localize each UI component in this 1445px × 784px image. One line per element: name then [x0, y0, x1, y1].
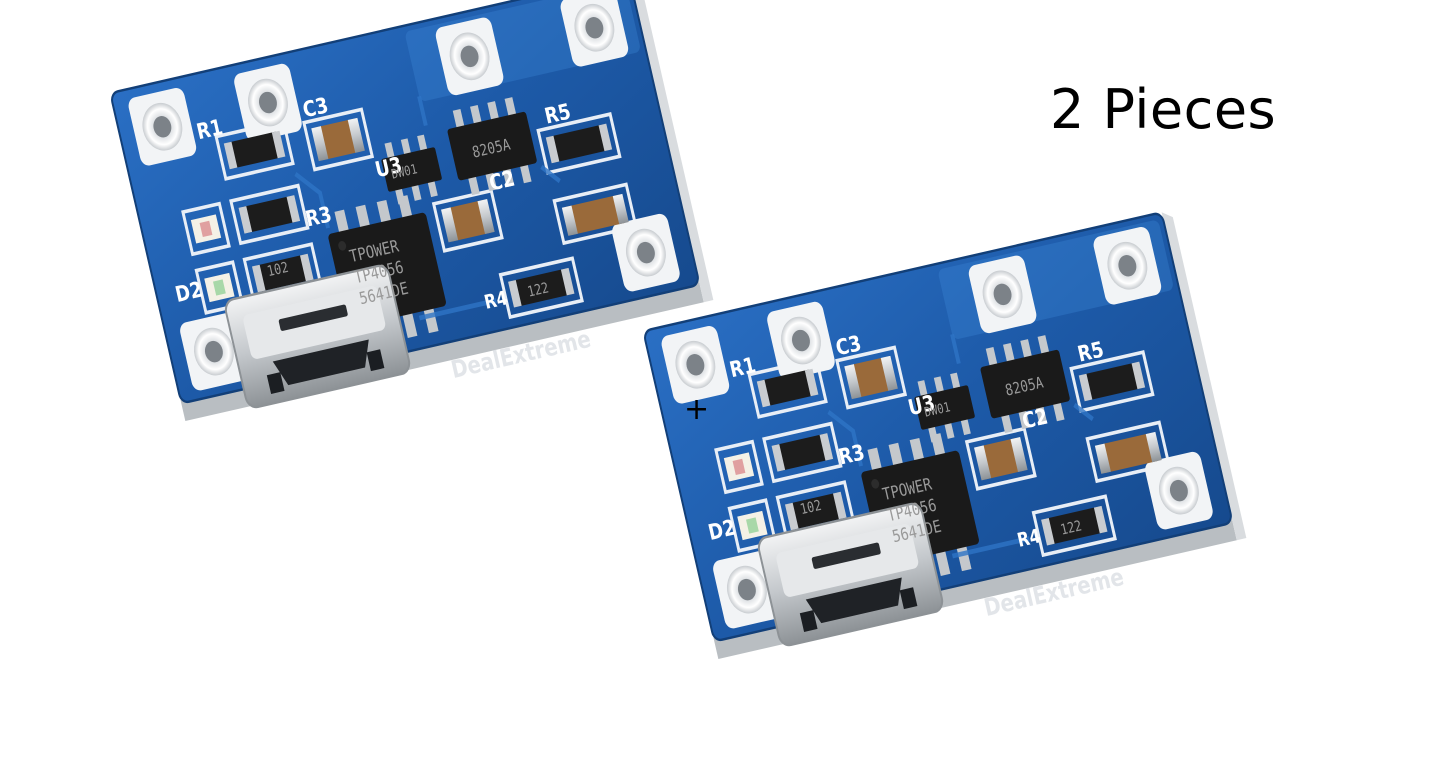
label-u3: U3	[906, 390, 938, 420]
label-r5: R5	[542, 99, 573, 129]
board-1-chip-markings: TPOWER TP4056 5641DE 8205A DW01 102 122	[266, 136, 551, 308]
label-r4: R4	[1015, 526, 1042, 552]
label-c3: C3	[833, 331, 863, 361]
board-1: R1 C3 U3 R3 R5 C2 D2 R4 TPOWER TP4056 56…	[110, 0, 719, 445]
resistor-code-r4: 122	[1059, 518, 1083, 539]
label-c3: C3	[300, 93, 330, 123]
label-r3: R3	[303, 202, 334, 232]
label-r1: R1	[727, 352, 758, 382]
label-r3: R3	[836, 440, 867, 470]
label-d2: D2	[706, 515, 738, 546]
label-r5: R5	[1075, 337, 1106, 367]
board-2: R1 C3 U3 R3 R5 C2 D2 R4 TPOWER TP4056 56…	[643, 210, 1252, 683]
resistor-code: 102	[799, 498, 823, 519]
chip-tiny-marking: DW01	[390, 161, 419, 182]
board-1-silkscreen: R1 C3 U3 R3 R5 C2 D2 R4	[173, 93, 573, 315]
label-u3: U3	[373, 152, 405, 182]
chip-tiny-marking: DW01	[923, 399, 952, 420]
label-r1: R1	[194, 114, 225, 144]
label-r4: R4	[482, 288, 509, 314]
board-2-silkscreen: R1 C3 U3 R3 R5 C2 D2 R4	[706, 331, 1106, 553]
plus-sign: +	[684, 392, 710, 427]
resistor-code-r4: 122	[526, 280, 550, 301]
quantity-caption: 2 Pieces	[1050, 78, 1277, 141]
label-c2: C2	[487, 166, 517, 196]
label-c2: C2	[1020, 404, 1050, 434]
resistor-code: 102	[266, 260, 290, 281]
label-d2: D2	[173, 277, 205, 308]
